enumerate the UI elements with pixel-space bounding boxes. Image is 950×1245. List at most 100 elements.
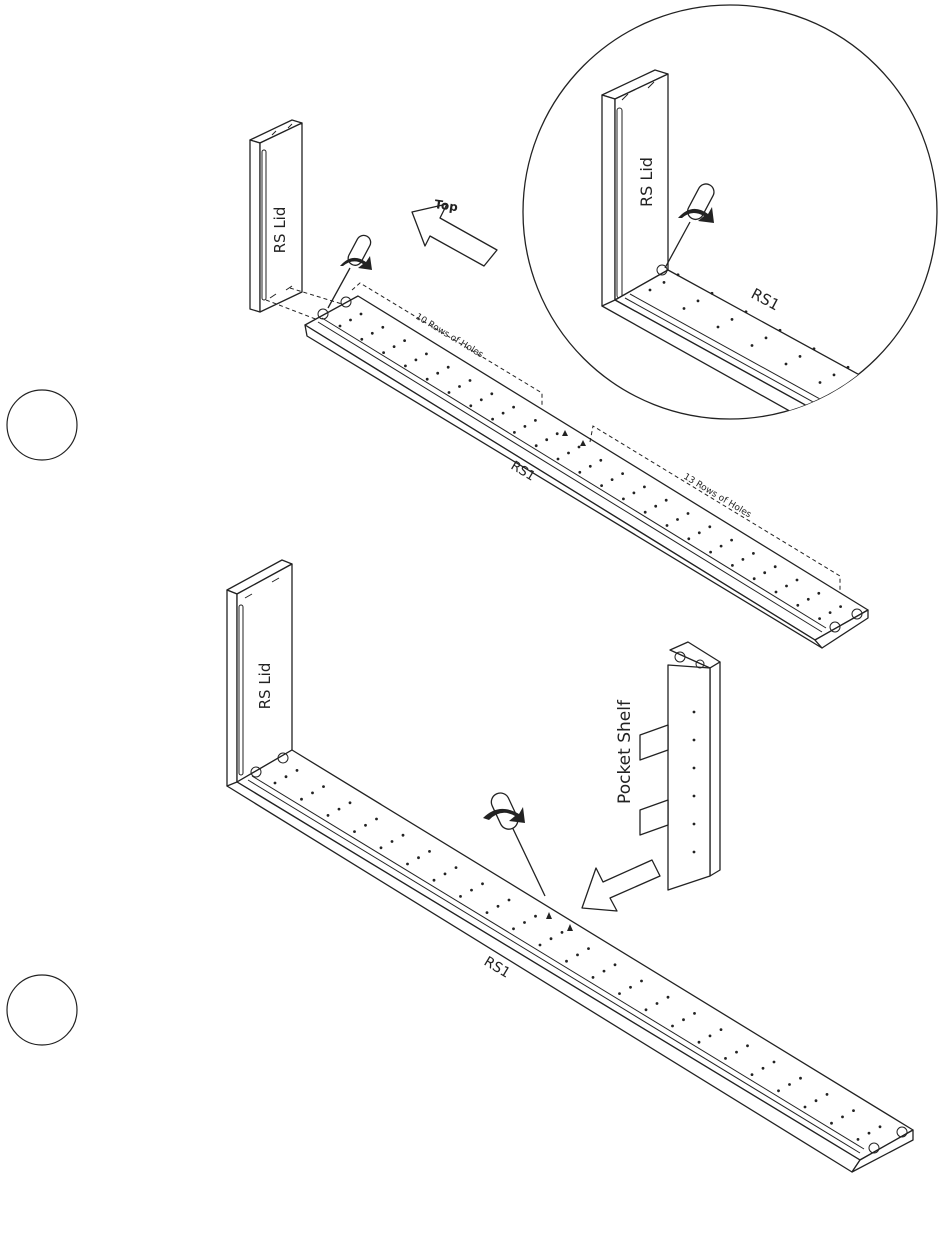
hole <box>618 992 621 995</box>
hole <box>380 846 383 849</box>
hole <box>847 366 850 369</box>
hole <box>753 577 756 580</box>
hole <box>481 882 484 885</box>
hole <box>879 1125 882 1128</box>
hole <box>611 478 614 481</box>
hole <box>404 365 407 368</box>
hole <box>709 1035 712 1038</box>
hole <box>576 954 579 957</box>
hole <box>480 398 483 401</box>
hole <box>469 404 472 407</box>
step-1: RS Lid RS1 10 Rows of Holes 13 Rows <box>7 5 950 648</box>
hole <box>643 486 646 489</box>
hole <box>621 472 624 475</box>
hole <box>327 814 330 817</box>
hole <box>711 292 714 295</box>
hole <box>682 1018 685 1021</box>
hole <box>774 565 777 568</box>
hole <box>633 492 636 495</box>
rs-lid-label-step1: RS Lid <box>271 207 289 254</box>
hole <box>381 326 384 329</box>
hole <box>339 325 342 328</box>
hole <box>448 391 451 394</box>
hole <box>762 1067 765 1070</box>
hole <box>731 318 734 321</box>
hole <box>353 830 356 833</box>
hole <box>393 345 396 348</box>
hole <box>550 937 553 940</box>
hole <box>656 1002 659 1005</box>
hole <box>406 863 409 866</box>
hole <box>731 564 734 567</box>
hole <box>785 585 788 588</box>
hole <box>901 411 904 414</box>
hole <box>751 344 754 347</box>
hole <box>470 889 473 892</box>
step-2-number-circle <box>7 975 77 1045</box>
hole <box>592 976 595 979</box>
hole <box>557 458 560 461</box>
hole-grid-step2 <box>274 769 882 1141</box>
hole <box>603 970 606 973</box>
hole <box>796 579 799 582</box>
insert-direction-arrow <box>582 860 660 911</box>
hole <box>274 782 277 785</box>
hole <box>677 273 680 276</box>
hole <box>839 605 842 608</box>
hole <box>815 1099 818 1102</box>
hole <box>311 792 314 795</box>
hole <box>622 498 625 501</box>
hole <box>697 300 700 303</box>
hole <box>567 452 570 455</box>
hole <box>819 381 822 384</box>
hole <box>614 963 617 966</box>
hole <box>534 419 537 422</box>
hole <box>833 374 836 377</box>
hole <box>742 558 745 561</box>
hole <box>512 927 515 930</box>
hole <box>645 1008 648 1011</box>
step-1-number-circle <box>7 390 77 460</box>
zoom-detail-circle: RS Lid RS1 <box>523 5 950 470</box>
hole <box>804 1106 807 1109</box>
hole <box>490 392 493 395</box>
rs-lid-panel-step1: RS Lid <box>250 120 302 312</box>
hole <box>763 571 766 574</box>
hole <box>830 1122 833 1125</box>
hole <box>818 617 821 620</box>
hole <box>720 545 723 548</box>
rs-lid-label-zoom: RS Lid <box>637 157 656 207</box>
hole <box>666 524 669 527</box>
hole <box>371 332 374 335</box>
hole <box>867 392 870 395</box>
hole <box>545 438 548 441</box>
hole <box>403 339 406 342</box>
hole <box>709 551 712 554</box>
hole <box>497 905 500 908</box>
hole <box>644 511 647 514</box>
hole <box>773 1061 776 1064</box>
hole <box>415 359 418 362</box>
hole <box>447 366 450 369</box>
hole <box>735 1051 738 1054</box>
hole <box>417 856 420 859</box>
hole <box>775 591 778 594</box>
hole <box>512 406 515 409</box>
hole <box>717 326 720 329</box>
hole <box>436 372 439 375</box>
hole <box>425 353 428 356</box>
hole <box>663 281 666 284</box>
hole <box>777 1089 780 1092</box>
hole <box>455 866 458 869</box>
hole <box>799 355 802 358</box>
hole <box>629 986 632 989</box>
hole <box>491 418 494 421</box>
hole <box>720 1028 723 1031</box>
hole <box>391 840 394 843</box>
hole <box>671 1025 674 1028</box>
hole <box>779 329 782 332</box>
hole <box>667 996 670 999</box>
hole <box>683 307 686 310</box>
hole <box>807 598 810 601</box>
